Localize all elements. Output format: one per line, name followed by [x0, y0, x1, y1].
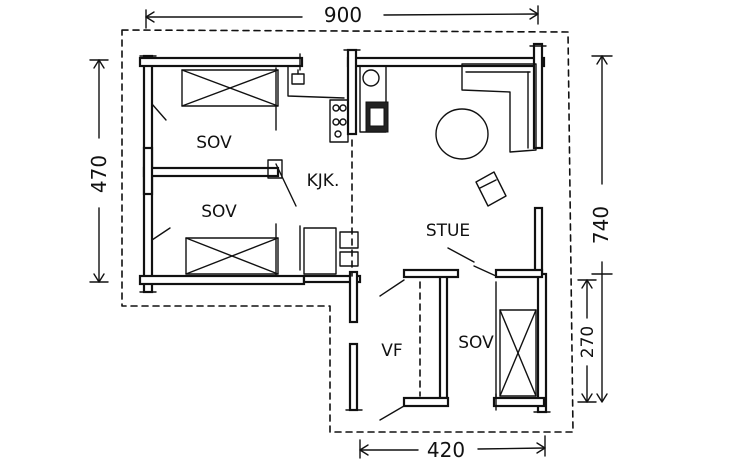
dimension-top [145, 5, 539, 29]
armchair [475, 171, 507, 207]
kitchen-counter [287, 65, 345, 99]
door-swings [151, 103, 497, 421]
room-label-kitchen: KJK. [307, 171, 340, 191]
dimension-left [89, 59, 109, 283]
dimension-top-label: 900 [324, 3, 362, 27]
bed-small [495, 281, 537, 399]
fireplace [359, 65, 389, 133]
bed-upper [181, 67, 279, 131]
dimension-bottom-label: 420 [427, 438, 465, 462]
fridge [299, 225, 337, 275]
cabinet-1 [339, 231, 359, 249]
sofa [461, 63, 537, 153]
chimney-post [267, 159, 283, 179]
stove [329, 99, 349, 143]
room-label-sov-small: SOV [458, 333, 494, 353]
dimension-right-lower [577, 279, 597, 403]
dimension-right-label: 740 [589, 206, 613, 244]
room-label-living: STUE [426, 221, 470, 241]
dimension-left-label: 470 [87, 155, 111, 193]
room-label-vf: VF [381, 341, 402, 361]
round-table [435, 108, 489, 160]
dimension-right-lower-label: 270 [578, 326, 598, 358]
bed-lower [185, 223, 279, 277]
room-label-sov-upper: SOV [196, 133, 232, 153]
cabinet-2 [339, 251, 359, 267]
dimension-bottom [359, 435, 546, 459]
walls [138, 42, 551, 414]
outer-outline [121, 29, 574, 433]
room-label-sov-lower: SOV [201, 202, 237, 222]
dimension-right [591, 55, 613, 403]
